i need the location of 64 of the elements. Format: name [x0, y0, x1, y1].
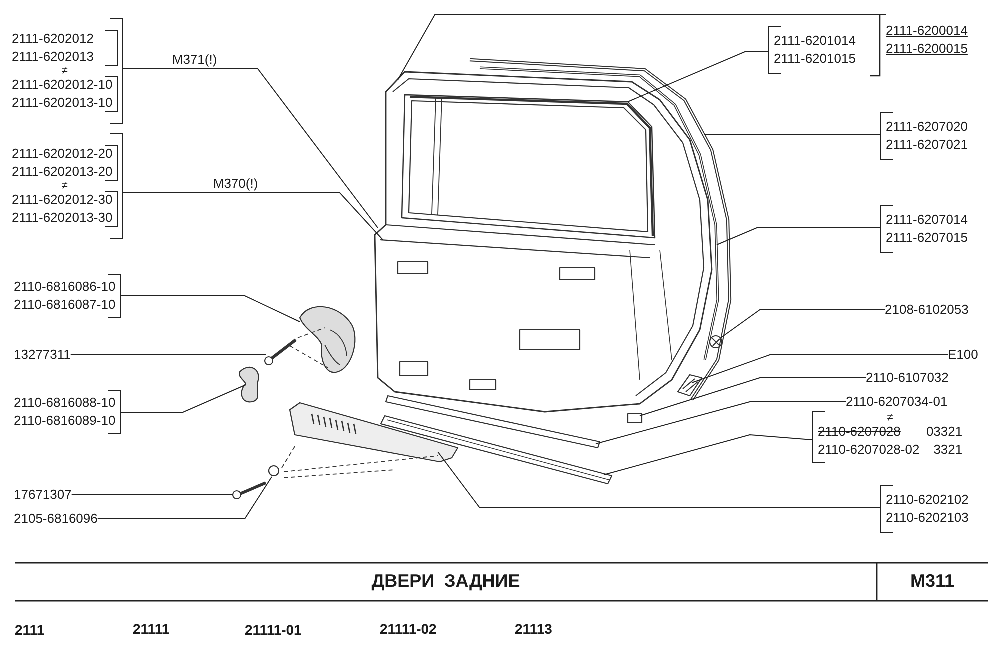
- part-number: 2111-6202012-30: [12, 191, 113, 209]
- part-number: 2111-6207014: [886, 211, 968, 229]
- leader-line: [704, 134, 880, 136]
- model-code: 21111: [133, 621, 170, 637]
- model-code: 21113: [515, 621, 552, 637]
- leader-line: [120, 384, 246, 414]
- leader-line: [122, 192, 384, 240]
- part-number: 2111-6207020: [886, 118, 968, 136]
- bracketed-part-numbers: [14, 274, 121, 318]
- part-number: 2111-6202013-20: [12, 163, 113, 181]
- page-title: ДВЕРИ ЗАДНИЕ: [370, 571, 522, 592]
- edge-label: M371(!): [170, 52, 220, 67]
- part-number: 2111-6207015: [886, 229, 968, 247]
- leader-line: [438, 452, 880, 508]
- part-number: 2111-6207021: [886, 136, 968, 154]
- leader-line: [97, 476, 272, 520]
- bracketed-part-numbers: [880, 485, 969, 533]
- bracketed-part-numbers: [14, 390, 121, 434]
- bracketed-part-numbers: [768, 26, 856, 74]
- part-number: 2111-6202013-30: [12, 209, 113, 227]
- part-number: 2111-6202012-10: [12, 76, 113, 94]
- model-code: 21111-02: [380, 621, 437, 637]
- part-number: 2110-6816087-10: [14, 296, 116, 314]
- part-number: 2111-6202013: [12, 48, 95, 66]
- bracketed-part-numbers: [880, 205, 968, 253]
- leader-line: [640, 378, 866, 416]
- part-number: 2111-6201015: [774, 50, 856, 68]
- part-number: 2111-6202012: [12, 30, 95, 48]
- part-number: 03321: [926, 423, 963, 441]
- leader-line: [70, 354, 266, 356]
- edge-label: M370(!): [211, 176, 260, 191]
- leader-line: [716, 228, 880, 246]
- leader-line: [398, 14, 886, 80]
- part-number: 2111-6200014: [886, 22, 968, 40]
- bracketed-part-numbers: [12, 18, 123, 124]
- leader-line: [692, 354, 948, 384]
- part-number: 2110-6816088-10: [14, 394, 116, 412]
- part-number: 2111-6201014: [774, 32, 856, 50]
- part-number: 3321: [934, 441, 963, 459]
- part-number: 2110-6202102: [886, 491, 969, 509]
- leader-line: [71, 494, 234, 496]
- model-code: 21111-01: [245, 622, 302, 638]
- bracketed-part-numbers: [812, 411, 963, 463]
- leader-line: [720, 310, 886, 338]
- part-number: 2111-6202012-20: [12, 145, 113, 163]
- part-number: 2110-6816089-10: [14, 412, 116, 430]
- part-number: 2110-6202103: [886, 509, 969, 527]
- part-number: 2111-6200015: [886, 40, 968, 58]
- bracketed-part-numbers: [12, 133, 123, 239]
- leader-line: [604, 434, 812, 476]
- bracketed-part-numbers: [880, 112, 968, 160]
- part-number: 2110-6816086-10: [14, 278, 116, 296]
- not-interchangeable-sign: ≠: [886, 413, 894, 423]
- leader-line: [122, 68, 378, 228]
- part-number: 2110-6207028-02: [818, 441, 920, 459]
- leader-line: [120, 296, 300, 322]
- not-interchangeable-sign: ≠: [60, 181, 69, 191]
- part-number: 2110-6207028: [818, 423, 901, 441]
- leader-line: [596, 402, 846, 444]
- leader-line: [628, 52, 768, 102]
- model-code: 2111: [15, 622, 45, 638]
- sheet-code: M311: [909, 571, 956, 592]
- not-interchangeable-sign: ≠: [60, 66, 69, 76]
- part-number: 2111-6202013-10: [12, 94, 113, 112]
